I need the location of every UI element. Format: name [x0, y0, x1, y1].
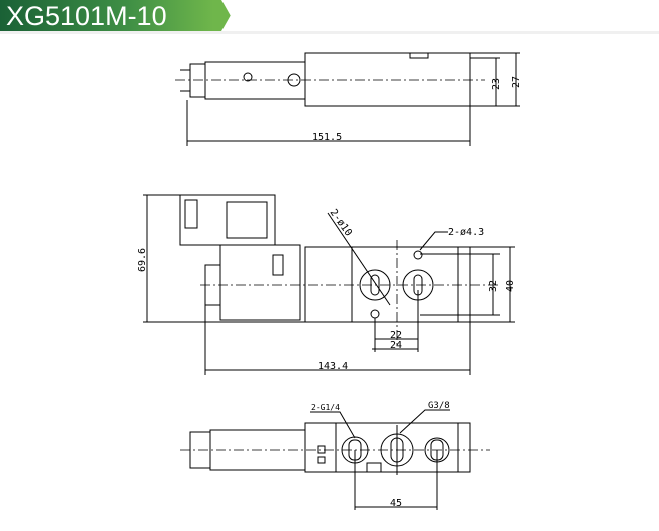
- spacing-b-label: 24: [390, 340, 402, 351]
- front-height-label: 69.6: [137, 248, 148, 272]
- header-rule: [0, 31, 659, 34]
- header-banner: XG5101M-10: [0, 0, 659, 34]
- chevron-right-icon: [213, 0, 231, 31]
- top-height-inner-label: 23: [491, 78, 502, 90]
- spacing-a-label: 22: [390, 330, 402, 341]
- port-spacing-label: 45: [390, 498, 402, 509]
- center-port-label: G3/8: [428, 401, 450, 411]
- front-length-label: 143.4: [318, 361, 348, 372]
- port-diameter-label: 2-ø10: [328, 207, 354, 238]
- bottom-view: 2-G1/4 G3/8 45: [180, 401, 490, 510]
- front-height-inner-label: 32: [488, 280, 499, 292]
- title-bar: XG5101M-10: [0, 0, 213, 31]
- top-length-label: 151.5: [312, 132, 342, 143]
- model-title: XG5101M-10: [6, 1, 167, 31]
- hole-diameter-label: 2-ø4.3: [448, 227, 484, 238]
- side-ports-label: 2-G1/4: [311, 403, 340, 412]
- front-view: 2-ø10 2-ø4.3 69.6 143.4 22 24 32 40: [137, 194, 516, 375]
- front-height-outer-label: 40: [505, 280, 516, 292]
- top-view: 151.5 23 27: [175, 52, 522, 146]
- top-height-outer-label: 27: [511, 76, 522, 88]
